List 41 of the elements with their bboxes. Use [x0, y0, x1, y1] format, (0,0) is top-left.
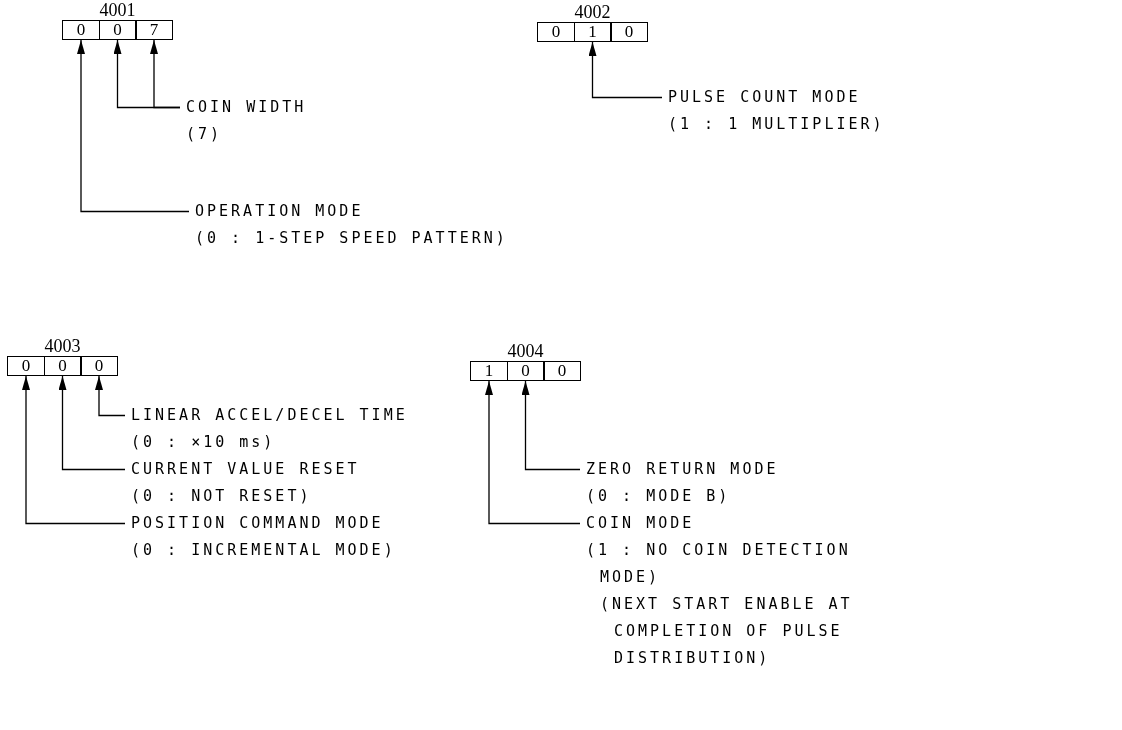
register-number: 4003: [44, 336, 81, 356]
digit-cell: 1: [573, 22, 612, 42]
parameter-name: LINEAR ACCEL/DECEL TIME: [131, 405, 408, 426]
parameter-name: CURRENT VALUE RESET: [131, 459, 360, 480]
parameter-setting: (0 : NOT RESET): [131, 486, 313, 507]
parameter-setting: (0 : INCREMENTAL MODE): [131, 540, 396, 561]
parameter-setting: (1 : NO COIN DETECTION MODE): [586, 540, 852, 588]
register-number: 4002: [574, 2, 611, 22]
register-number: 4004: [507, 341, 544, 361]
parameter-name: COIN WIDTH: [186, 97, 307, 118]
leader-line: [95, 375, 126, 417]
leader-line: [58, 375, 126, 471]
digit-cell: 0: [62, 20, 100, 40]
leader-line: [77, 39, 190, 213]
parameter-name: COIN MODE: [586, 513, 696, 534]
parameter-name: PULSE COUNT MODE: [668, 87, 862, 108]
parameter-setting: (7): [186, 124, 224, 145]
digit-cell: 0: [537, 22, 575, 42]
register-number: 4001: [99, 0, 136, 20]
digit-cell: 7: [135, 20, 173, 40]
digit-cell: 0: [43, 356, 82, 376]
parameter-name: OPERATION MODE: [195, 201, 365, 222]
parameter-name: ZERO RETURN MODE: [586, 459, 779, 480]
parameter-setting: (0 : 1-STEP SPEED PATTERN): [195, 228, 508, 249]
leader-line: [521, 380, 581, 471]
digit-cell: 0: [98, 20, 137, 40]
leader-line: [150, 39, 181, 109]
parameter-setting: (0 : ×10 ms): [131, 432, 277, 453]
leader-line: [485, 380, 581, 525]
digit-cell: 1: [470, 361, 508, 381]
digit-cell: 0: [610, 22, 648, 42]
parameter-name: POSITION COMMAND MODE: [131, 513, 385, 534]
parameter-setting: (1 : 1 MULTIPLIER): [668, 114, 885, 135]
digit-cell: 0: [506, 361, 545, 381]
digit-cell: 0: [543, 361, 581, 381]
digit-cell: 0: [80, 356, 118, 376]
leader-line: [588, 41, 663, 99]
digit-cell: 0: [7, 356, 45, 376]
parameter-setting: (0 : MODE B): [586, 486, 732, 507]
leader-line: [22, 375, 126, 525]
parameter-setting: (NEXT START ENABLE AT COMPLETION OF PULSE DISTRIBUTION): [600, 594, 854, 669]
